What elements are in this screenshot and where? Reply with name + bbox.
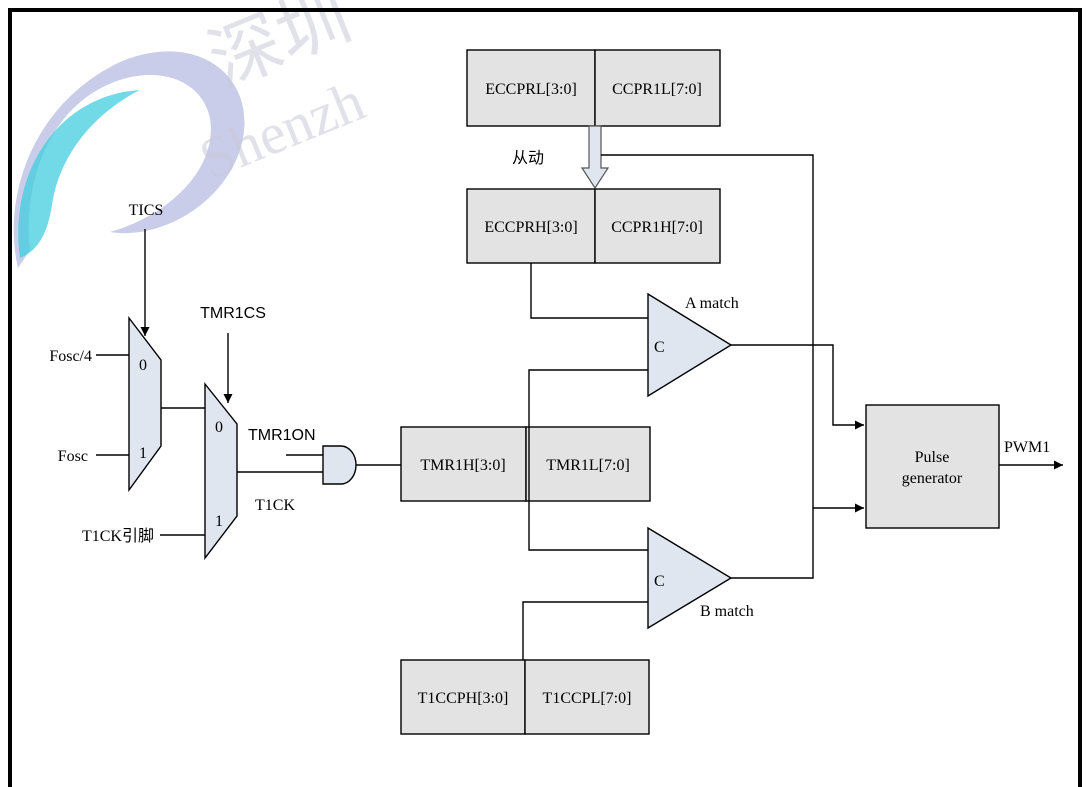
comparator-a-label: C <box>654 339 665 356</box>
mux2-input0-label: 0 <box>215 419 223 436</box>
register-eccprl-ccpr1l: ECCPRL[3:0] CCPR1L[7:0] <box>466 49 721 127</box>
register-eccprh-ccpr1h: ECCPRH[3:0] CCPR1H[7:0] <box>466 188 721 264</box>
slave-transfer-arrow <box>580 125 610 190</box>
comparator-b-label: C <box>654 573 665 590</box>
mux-clock-select: 0 1 <box>128 315 162 493</box>
pwm1-label: PWM1 <box>1004 439 1050 456</box>
pulse-generator-line1: Pulse <box>915 449 950 466</box>
and-gate <box>322 445 357 485</box>
register-t1ccph-t1ccpl: T1CCPH[3:0] T1CCPL[7:0] <box>400 659 650 735</box>
diagram-frame <box>8 8 1082 787</box>
tmr1on-label: TMR1ON <box>248 427 316 444</box>
a-match-label: A match <box>685 295 739 312</box>
slave-label: 从动 <box>512 149 544 167</box>
ccpr1h-label: CCPR1H[7:0] <box>611 219 703 236</box>
eccprh-label: ECCPRH[3:0] <box>484 219 577 236</box>
ccpr1h-to-cmp-a-wire <box>530 263 648 319</box>
tmr1cs-label: TMR1CS <box>200 305 266 322</box>
tmr1h-label: TMR1H[3:0] <box>420 457 505 474</box>
comparator-a: C <box>647 292 733 398</box>
mux1-input1-label: 1 <box>139 445 147 462</box>
comparator-b: C <box>647 526 733 630</box>
t1ccph-label: T1CCPH[3:0] <box>418 690 509 707</box>
ccpr1l-label: CCPR1L[7:0] <box>612 81 702 98</box>
b-match-label: B match <box>700 603 754 620</box>
t1ck-pin-label: T1CK引脚 <box>82 527 154 545</box>
watermark-logo <box>13 51 245 268</box>
ccpr1l-bus-wire <box>601 154 814 579</box>
mux1-input0-label: 0 <box>139 357 147 374</box>
register-tmr1h-tmr1l: TMR1H[3:0] TMR1L[7:0] <box>400 426 651 502</box>
eccprl-label: ECCPRL[3:0] <box>485 81 577 98</box>
t1ccp-to-cmp-b-wire <box>522 601 648 660</box>
tmr1l-label: TMR1L[7:0] <box>546 457 630 474</box>
tics-label: TICS <box>129 202 164 219</box>
t1ccpl-label: T1CCPL[7:0] <box>543 690 632 707</box>
pulse-generator-line2: generator <box>902 470 963 487</box>
watermark-swirl-inner <box>18 90 140 258</box>
pulse-generator: Pulse generator <box>865 404 1000 529</box>
fosc4-label: Fosc/4 <box>49 348 92 365</box>
watermark-swirl-outer <box>13 51 245 268</box>
mux2-input1-label: 1 <box>215 513 223 530</box>
mux-timer-source: 0 1 <box>204 382 238 561</box>
t1ck-label: T1CK <box>255 497 295 514</box>
tmr1-to-comparators-wire <box>528 369 648 551</box>
a-match-wire <box>731 344 864 430</box>
fosc-label: Fosc <box>58 448 88 465</box>
